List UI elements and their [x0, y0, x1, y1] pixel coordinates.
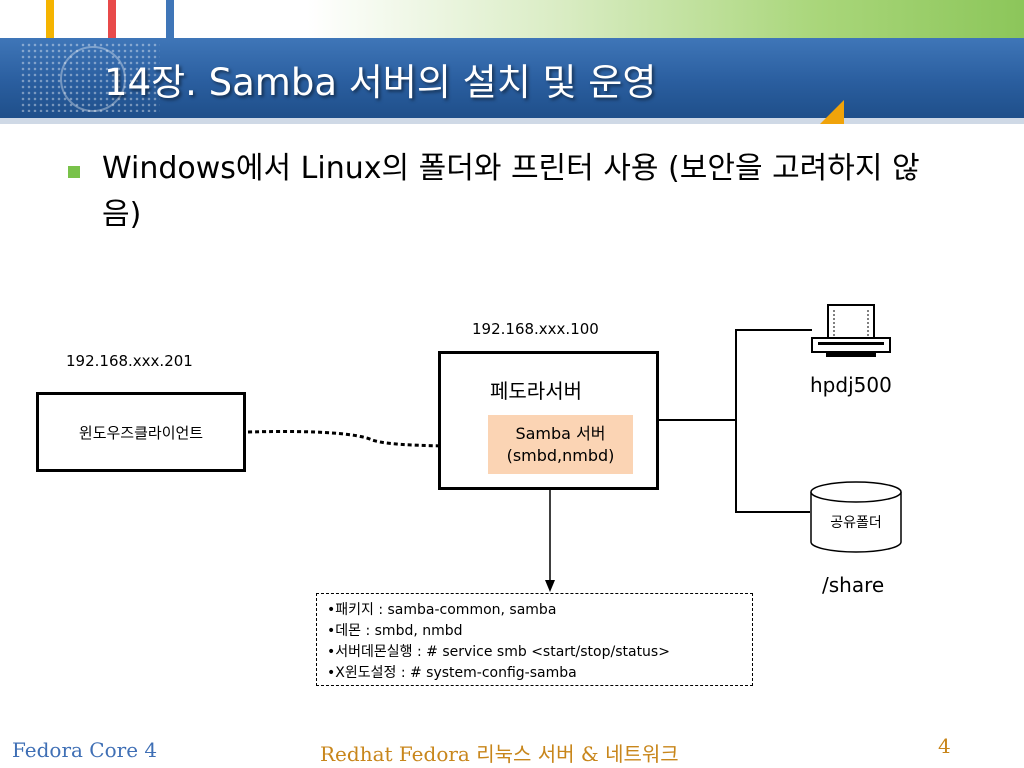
title-bar-shadow: [0, 118, 1024, 124]
bullet-marker: [68, 166, 80, 178]
info-line-service: •서버데몬실행 : # service smb <start/stop/stat…: [327, 644, 670, 660]
windows-client-label: 윈도우즈클라이언트: [78, 423, 204, 442]
server-ip-label: 192.168.xxx.100: [472, 320, 599, 338]
info-line-xconfig: •X윈도설정 : # system-config-samba: [327, 665, 577, 681]
server-share-line: [735, 420, 810, 513]
circle-decoration: [60, 46, 126, 112]
share-folder-label: 공유폴더: [830, 515, 882, 531]
printer-icon: [811, 304, 891, 357]
samba-info-box: •패키지 : samba-common, samba •데몬 : smbd, n…: [316, 593, 753, 686]
share-path-label: /share: [822, 573, 885, 597]
samba-server-box: Samba 서버 (smbd,nmbd): [488, 415, 633, 474]
page-number: 4: [938, 734, 951, 758]
bullet-main-text: Windows에서 Linux의 폴더와 프린터 사용: [102, 151, 659, 186]
share-folder-cylinder-icon: [810, 481, 902, 553]
windows-client-box: 윈도우즈클라이언트: [36, 392, 246, 472]
info-line-daemon: •데몬 : smbd, nmbd: [327, 623, 463, 639]
footer-left-text: Fedora Core 4: [12, 738, 158, 762]
printer-label: hpdj500: [810, 373, 892, 397]
orange-wedge-decoration: [820, 100, 844, 124]
bullet-paren-text: (보안을 고려하지 않음): [102, 151, 920, 232]
client-ip-label: 192.168.xxx.201: [66, 352, 193, 370]
fedora-server-label: 페도라서버: [490, 379, 582, 403]
info-line-package: •패키지 : samba-common, samba: [327, 602, 557, 618]
server-info-arrowhead: [545, 580, 555, 592]
server-printer-line: [659, 329, 812, 421]
samba-server-label: Samba 서버: [515, 423, 606, 443]
bullet-text: Windows에서 Linux의 폴더와 프린터 사용 (보안을 고려하지 않음…: [102, 146, 952, 238]
title-bar: [0, 38, 1024, 118]
header-accent-bar-red: [108, 0, 116, 38]
samba-daemons-label: (smbd,nmbd): [506, 445, 615, 465]
footer-center-text: Redhat Fedora 리눅스 서버 & 네트워크: [320, 742, 679, 766]
slide-title: 14장. Samba 서버의 설치 및 운영: [104, 61, 657, 104]
header-accent-bar-yellow: [46, 0, 54, 38]
header-accent-bar-blue: [166, 0, 174, 38]
